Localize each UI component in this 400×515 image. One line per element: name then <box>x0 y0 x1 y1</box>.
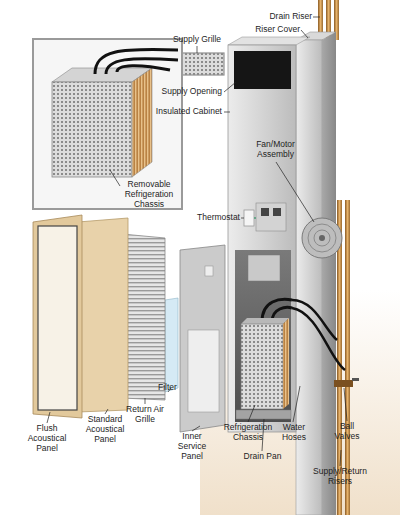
filter <box>165 298 178 392</box>
part-label: Water Hoses <box>276 423 312 443</box>
leader-lines <box>276 162 314 222</box>
leader-lines <box>47 412 50 423</box>
leader-lines <box>197 46 198 53</box>
inner-service-panel <box>180 245 225 432</box>
part-label: Return Air Grille <box>122 405 168 425</box>
leader-lines <box>224 112 230 113</box>
leader-lines <box>344 388 347 421</box>
leader-lines <box>301 30 308 38</box>
part-label: Standard Acoustical Panel <box>80 415 130 444</box>
inset-chassis <box>95 49 178 74</box>
part-label: Insulated Cabinet <box>142 107 222 117</box>
riser-cover <box>322 32 336 515</box>
insulated-cabinet <box>228 37 310 432</box>
ball-valve <box>334 380 353 387</box>
part-label: Supply/Return Risers <box>310 467 370 487</box>
insulated-cabinet <box>228 37 310 45</box>
leader-lines <box>241 218 244 219</box>
leader-lines <box>248 405 255 422</box>
inner-service-panel <box>205 266 213 276</box>
riser-cover <box>296 32 336 515</box>
control-switch <box>261 208 269 216</box>
electrical-box <box>248 255 280 281</box>
fan-motor-assembly <box>319 235 325 241</box>
inset-chassis <box>52 82 132 177</box>
part-label: Riser Cover <box>240 25 300 35</box>
fan-motor-assembly <box>314 230 330 246</box>
part-label: Supply Grille <box>167 35 227 45</box>
leader-lines <box>145 398 146 404</box>
water-hose <box>292 308 345 370</box>
inset-chassis <box>132 68 152 177</box>
chassis-top <box>241 318 289 324</box>
thermostat <box>244 210 256 226</box>
return-air-grille <box>122 234 165 400</box>
fan-motor-assembly <box>308 224 336 252</box>
water-hose <box>292 300 337 340</box>
inner-service-panel <box>188 330 219 412</box>
thermostat <box>254 217 256 219</box>
return-air-grille <box>122 234 165 400</box>
leader-lines <box>293 386 300 422</box>
part-label: Drain Riser <box>252 12 312 22</box>
leader-lines <box>47 17 347 466</box>
flush-acoustical-panel <box>33 215 82 418</box>
inset-chassis <box>106 59 178 74</box>
riser-cover <box>296 40 322 515</box>
fan-motor-assembly <box>302 218 342 258</box>
flush-acoustical-panel <box>38 226 77 410</box>
service-opening <box>235 250 291 422</box>
leader-lines <box>105 409 108 414</box>
filter <box>165 298 178 392</box>
leader-lines <box>110 170 120 186</box>
part-label: Ball Valves <box>327 422 367 442</box>
part-label: Drain Pan <box>240 452 285 462</box>
thermostat <box>244 210 254 226</box>
part-label: Thermostat <box>188 213 240 223</box>
fan-motor-assembly <box>302 218 342 258</box>
part-label: Supply Opening <box>142 87 222 97</box>
inner-service-panel <box>180 245 225 432</box>
leader-lines <box>313 17 320 18</box>
control-box <box>256 203 286 231</box>
supply-opening <box>234 51 291 89</box>
leader-lines <box>224 82 236 92</box>
part-label: Refrigeration Chassis <box>218 423 278 443</box>
part-label: Inner Service Panel <box>167 432 217 461</box>
inset-box: Removable Refrigeration Chassis <box>32 38 183 210</box>
control-switch <box>273 208 281 216</box>
valve-handle <box>352 378 359 381</box>
leader-lines <box>340 450 341 466</box>
part-label: Flush Acoustical Panel <box>24 424 70 453</box>
drain-pan <box>236 410 291 419</box>
standard-acoustical-panel <box>78 218 128 412</box>
part-label: Removable Refrigeration Chassis <box>118 180 180 209</box>
part-label: Filter <box>158 383 188 393</box>
chassis-coil <box>283 318 289 409</box>
part-label: Fan/Motor Assembly <box>253 140 298 160</box>
insulated-cabinet <box>228 45 296 432</box>
inset-chassis <box>117 66 170 72</box>
refrigeration-chassis <box>241 324 283 409</box>
flush-acoustical-panel <box>33 215 82 418</box>
leader-lines <box>192 426 200 431</box>
standard-acoustical-panel <box>78 218 128 412</box>
